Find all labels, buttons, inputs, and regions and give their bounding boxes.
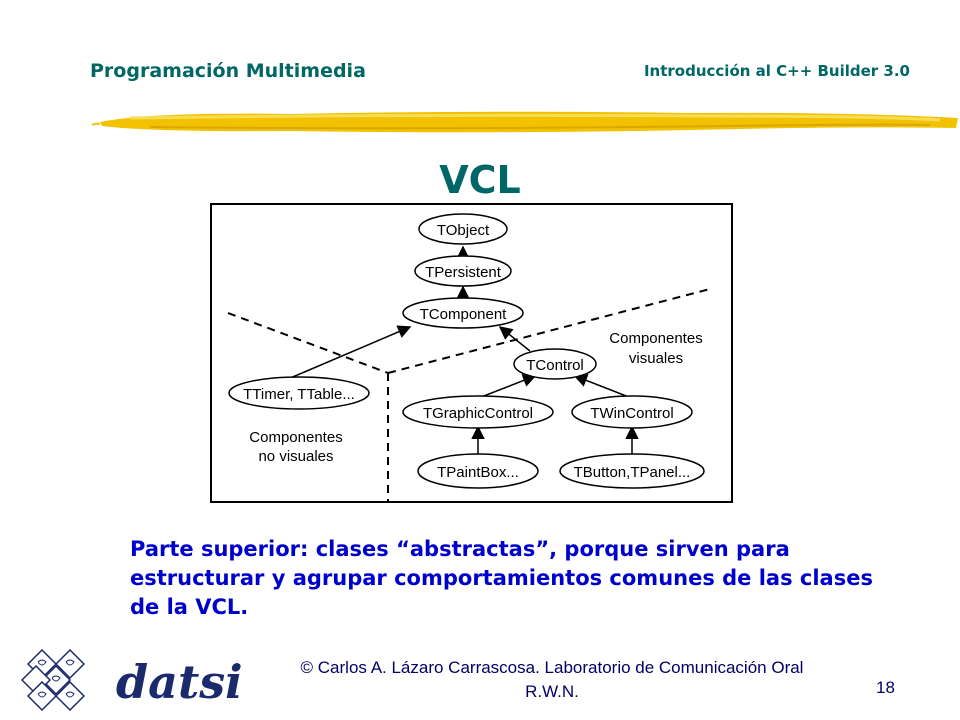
- header-topic-title: Introducción al C++ Builder 3.0: [643, 62, 910, 80]
- label-visual-line2: visuales: [629, 350, 683, 367]
- node-ttimer-ttable: TTimer, TTable...: [228, 376, 370, 410]
- node-tobject: TObject: [418, 213, 508, 245]
- footer-line-2: R.W.N.: [525, 682, 579, 701]
- node-tbutton-tpanel: TButton,TPanel...: [559, 453, 705, 489]
- node-twincontrol: TWinControl: [571, 395, 693, 429]
- header-course-title: Programación Multimedia: [90, 60, 366, 82]
- slide-body-text: Parte superior: clases “abstractas”, por…: [130, 537, 873, 619]
- svg-text:datsi: datsi: [116, 655, 243, 709]
- node-tcomponent: TComponent: [402, 297, 524, 329]
- page-number: 18: [876, 678, 895, 697]
- node-tcontrol: TControl: [513, 348, 597, 380]
- node-tpaintbox: TPaintBox...: [417, 453, 539, 489]
- label-nonvisual-line2: no visuales: [258, 448, 333, 465]
- label-nonvisual-line1: Componentes: [249, 429, 342, 446]
- footer-line-1: © Carlos A. Lázaro Carrascosa. Laborator…: [300, 658, 804, 677]
- svg-text:TPaintBox...: TPaintBox...: [437, 464, 519, 481]
- separator-upper-left: [227, 312, 389, 374]
- svg-text:TWinControl: TWinControl: [590, 405, 673, 422]
- label-visual-line1: Componentes: [609, 330, 702, 347]
- svg-text:TComponent: TComponent: [420, 306, 508, 323]
- svg-text:TTimer, TTable...: TTimer, TTable...: [243, 386, 355, 403]
- slide-title: VCL: [439, 158, 521, 202]
- diagram-border: [210, 203, 733, 503]
- node-tpersistent: TPersistent: [414, 255, 512, 287]
- svg-text:TControl: TControl: [526, 357, 584, 374]
- node-tgraphiccontrol: TGraphicControl: [402, 395, 554, 429]
- footer-copyright: © Carlos A. Lázaro Carrascosa. Laborator…: [262, 656, 842, 704]
- datsi-logo: datsi: [20, 648, 243, 712]
- svg-text:TObject: TObject: [437, 222, 490, 239]
- svg-text:TButton,TPanel...: TButton,TPanel...: [574, 464, 691, 481]
- svg-text:TPersistent: TPersistent: [425, 264, 502, 281]
- header-brush-stroke: [91, 111, 958, 133]
- vcl-hierarchy-diagram: TObject TPersistent TComponent TControl …: [210, 203, 733, 503]
- svg-text:TGraphicControl: TGraphicControl: [423, 405, 533, 422]
